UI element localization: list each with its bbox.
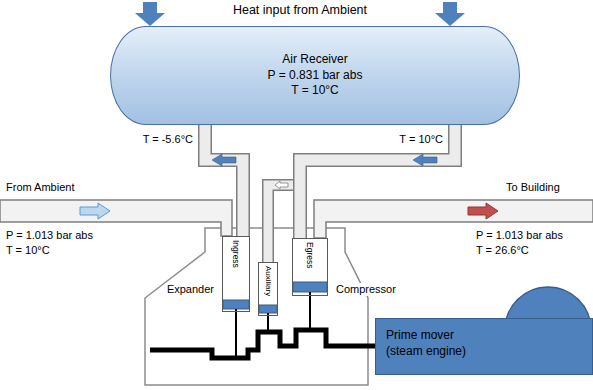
flow-arrow	[468, 203, 498, 219]
piston	[293, 282, 327, 292]
cylinder: Egress	[292, 238, 328, 296]
auxiliary-pipe	[268, 185, 293, 262]
cylinder: Ingress	[222, 236, 250, 312]
piston-rod	[309, 292, 311, 330]
annotation: To Building	[506, 181, 560, 194]
cylinder: Auxiliary	[258, 262, 278, 316]
tank-text: T = 10°C	[291, 83, 339, 99]
auxiliary-pipe	[268, 185, 293, 262]
flow-arrow	[80, 203, 110, 219]
temperature-label: T = -5.6°C	[143, 133, 193, 146]
prime-mover-box: Prime mover (steam engine)	[375, 318, 593, 375]
flow-arrow	[275, 181, 288, 189]
arrowhead	[413, 154, 437, 166]
pipe-bore	[205, 125, 243, 236]
prime-mover-text: Prime mover (steam engine)	[386, 328, 481, 359]
annotation: Heat input from Ambient	[233, 3, 367, 18]
air-receiver-tank: Air ReceiverP = 0.831 bar absT = 10°C	[110, 26, 520, 125]
cylinder-text: Auxiliary	[264, 266, 272, 296]
annotation: From Ambient	[6, 181, 74, 194]
pipe-connector	[300, 125, 455, 238]
cylinder-text: Ingress	[232, 240, 241, 268]
pipe-bore	[300, 125, 455, 238]
annotation: Expander	[165, 283, 216, 296]
pipe-wall	[300, 125, 455, 238]
annotation: Compressor	[334, 283, 398, 296]
heat-arrow	[435, 2, 465, 26]
annotation: T = 10°C	[6, 244, 50, 257]
piston	[223, 300, 249, 309]
arrowhead	[212, 154, 236, 166]
temperature-label: T = 10°C	[399, 133, 443, 146]
pipe-connector	[205, 125, 243, 236]
annotation: P = 1.013 bar abs	[6, 229, 93, 242]
piston-rod	[235, 309, 237, 358]
tank-text: P = 0.831 bar abs	[268, 68, 363, 84]
annotation: T = 26.6°C	[476, 244, 529, 257]
heat-arrow	[135, 2, 165, 26]
piston	[259, 305, 277, 313]
crankshaft	[150, 330, 380, 358]
pipe-wall	[205, 125, 243, 236]
tank-text: Air Receiver	[282, 52, 347, 68]
cylinder-text: Egress	[306, 242, 315, 268]
annotation: P = 1.013 bar abs	[476, 229, 563, 242]
engine-housing	[145, 228, 368, 385]
